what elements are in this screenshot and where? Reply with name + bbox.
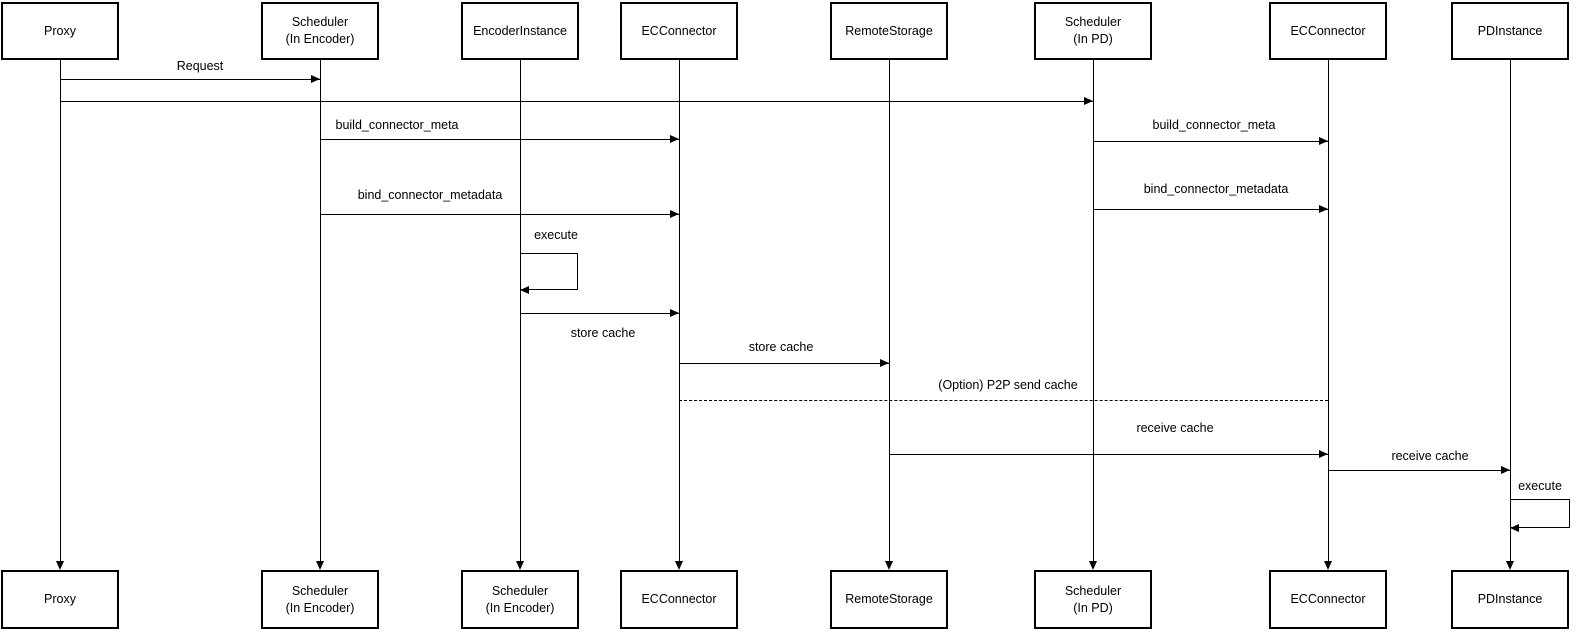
lifeline-scheduler (1092, 60, 1094, 561)
message-label-store-cache: store cache (570, 326, 636, 340)
message-label-build-connector-meta: build_connector_meta (1152, 118, 1276, 132)
message-line-store-cache (520, 313, 679, 314)
participant-top-box-scheduler: Scheduler (In Encoder) (261, 2, 379, 60)
message-label-store-cache: store cache (748, 340, 814, 354)
arrowhead-down-icon (1323, 561, 1332, 570)
message-line-build-connector-meta (1093, 141, 1328, 142)
participant-top-box-ecconnector: ECConnector (620, 2, 738, 60)
participant-bottom-box-pdinstance: PDInstance (1451, 570, 1569, 629)
participant-bottom-box-ecconnector: ECConnector (620, 570, 738, 629)
message-label-receive-cache: receive cache (1136, 421, 1214, 435)
lifeline-ecconnector (678, 60, 680, 561)
arrowhead-right-icon (311, 74, 320, 83)
arrowhead-right-icon (670, 134, 679, 143)
arrowhead-down-icon (1505, 561, 1514, 570)
message-line-option-p2p-send-cache (679, 400, 1328, 401)
arrowhead-right-icon (880, 358, 889, 367)
arrowhead-right-icon (1319, 449, 1328, 458)
participant-top-box-ecconnector: ECConnector (1269, 2, 1387, 60)
lifeline-remotestorage (888, 60, 890, 561)
arrowhead-down-icon (674, 561, 683, 570)
message-line-bind-connector-metadata (1093, 209, 1328, 210)
participant-top-box-scheduler: Scheduler (In PD) (1034, 2, 1152, 60)
message-line-receive-cache (889, 454, 1328, 455)
arrowhead-right-icon (1319, 136, 1328, 145)
self-message-loop-execute (520, 253, 578, 290)
self-message-label-execute: execute (534, 228, 578, 242)
message-line-request (60, 79, 320, 80)
arrowhead-right-icon (670, 209, 679, 218)
arrowhead-right-icon (1319, 204, 1328, 213)
arrowhead-down-icon (55, 561, 64, 570)
participant-bottom-box-proxy: Proxy (1, 570, 119, 629)
message-line-build-connector-meta (320, 139, 679, 140)
arrowhead-right-icon (670, 308, 679, 317)
participant-bottom-box-encoderinstance: Scheduler (In Encoder) (461, 570, 579, 629)
message-line-bind-connector-metadata (320, 214, 679, 215)
self-message-loop-execute (1510, 499, 1570, 528)
participant-top-box-pdinstance: PDInstance (1451, 2, 1569, 60)
arrowhead-right-icon (1084, 96, 1093, 105)
participant-bottom-box-ecconnector: ECConnector (1269, 570, 1387, 629)
lifeline-ecconnector (1327, 60, 1329, 561)
participant-top-box-encoderinstance: EncoderInstance (461, 2, 579, 60)
message-label-build-connector-meta: build_connector_meta (335, 118, 459, 132)
participant-top-box-proxy: Proxy (1, 2, 119, 60)
arrowhead-left-icon (520, 285, 529, 294)
lifeline-encoderinstance (519, 60, 521, 561)
arrowhead-down-icon (315, 561, 324, 570)
arrowhead-down-icon (1088, 561, 1097, 570)
message-label-bind-connector-metadata: bind_connector_metadata (357, 188, 503, 202)
participant-bottom-box-remotestorage: RemoteStorage (830, 570, 948, 629)
lifeline-pdinstance (1509, 60, 1511, 561)
message-label-option-p2p-send-cache: (Option) P2P send cache (938, 378, 1078, 392)
participant-bottom-box-scheduler: Scheduler (In Encoder) (261, 570, 379, 629)
arrowhead-down-icon (884, 561, 893, 570)
message-label-receive-cache: receive cache (1391, 449, 1469, 463)
arrowhead-down-icon (515, 561, 524, 570)
participant-top-box-remotestorage: RemoteStorage (830, 2, 948, 60)
message-label-request: Request (176, 59, 224, 73)
message-line-unlabeled (60, 101, 1093, 102)
self-message-label-execute: execute (1518, 479, 1562, 493)
participant-bottom-box-scheduler: Scheduler (In PD) (1034, 570, 1152, 629)
message-line-store-cache (679, 363, 889, 364)
lifeline-scheduler (319, 60, 321, 561)
message-line-receive-cache (1328, 470, 1510, 471)
arrowhead-right-icon (1501, 465, 1510, 474)
message-label-bind-connector-metadata: bind_connector_metadata (1143, 182, 1289, 196)
lifeline-proxy (59, 60, 61, 561)
arrowhead-left-icon (1510, 523, 1519, 532)
